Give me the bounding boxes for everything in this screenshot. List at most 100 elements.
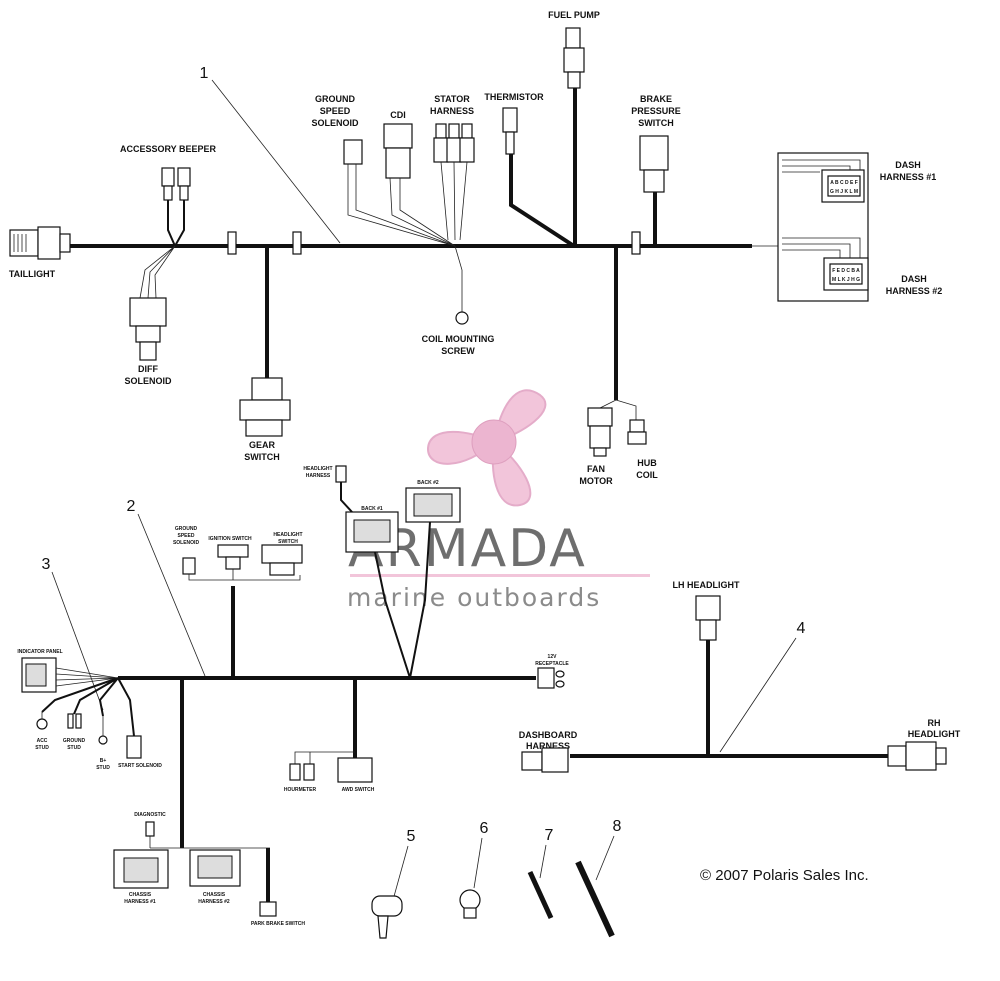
chassis-harness-1-label-2: HARNESS #1 (124, 899, 156, 905)
diff-solenoid-label-2: SOLENOID (124, 376, 172, 386)
v12-receptacle-label-1: 12V (548, 654, 558, 660)
callout-8: 8 (613, 818, 622, 835)
callout-5: 5 (407, 828, 416, 845)
hub-coil-connector (627, 419, 647, 445)
svg-text:A B C D E F: A B C D E F (830, 180, 858, 186)
ground-speed-solenoid-label-2: SPEED (320, 106, 351, 116)
taillight-label: TAILLIGHT (9, 269, 56, 279)
chassis-harness-1-label-1: CHASSIS (129, 892, 152, 898)
thermistor-label: THERMISTOR (484, 92, 544, 102)
dash-harness-2-label-2: HARNESS #2 (886, 286, 943, 296)
taillight-connector (9, 226, 71, 260)
gear-switch-connector (239, 377, 291, 437)
propeller-logo-icon (426, 389, 547, 507)
svg-text:M L K J H G: M L K J H G (832, 277, 860, 283)
lh-headlight-connector (695, 595, 721, 641)
brake-pressure-switch-label-3: SWITCH (638, 118, 674, 128)
ground-stud-label-1: GROUND (63, 738, 86, 744)
acc-stud-label-1: ACC (37, 738, 48, 744)
rh-headlight-label-1: RH (928, 718, 941, 728)
acc-stud-label-2: STUD (35, 745, 49, 751)
dash-harness-2-connector: F E D C B A M L K J H G (782, 237, 869, 291)
gs-solenoid-small-label-2: SPEED (178, 533, 195, 539)
ground-speed-solenoid-label-3: SOLENOID (311, 118, 359, 128)
start-solenoid-connector (126, 735, 142, 759)
dash-harness-1-connector: A B C D E F G H J K L M (782, 159, 865, 203)
dash-harness-2-label-1: DASH (901, 274, 927, 284)
hub-coil-label-1: HUB (637, 458, 657, 468)
part-5-holder (371, 895, 403, 939)
stator-harness-label-2: HARNESS (430, 106, 474, 116)
fan-motor-connector (587, 407, 613, 457)
dash-harness-1-label-2: HARNESS #1 (880, 172, 937, 182)
diff-solenoid-label-1: DIFF (138, 364, 158, 374)
watermark-rule (350, 574, 650, 577)
ignition-switch-connector (217, 544, 249, 558)
ground-speed-solenoid-label-1: GROUND (315, 94, 355, 104)
part-7-tie (527, 870, 554, 920)
gs-solenoid-small-label-1: GROUND (175, 526, 198, 532)
callout-7: 7 (545, 827, 554, 844)
callout-2-leader (137, 513, 206, 677)
hourmeter-connector (289, 763, 301, 781)
callout-6: 6 (480, 820, 489, 837)
lh-headlight-label: LH HEADLIGHT (673, 580, 740, 590)
headlight-switch-label-2: SWITCH (278, 539, 298, 545)
callout-3: 3 (42, 556, 51, 573)
v12-receptacle-label-2: RECEPTACLE (535, 661, 569, 667)
stator-harness-connector (433, 123, 475, 241)
diff-solenoid-connector (129, 245, 176, 361)
ground-stud-label-2: STUD (67, 745, 81, 751)
back-2-label: BACK #2 (417, 480, 439, 486)
headlight-harness-connector (335, 465, 347, 483)
callout-2: 2 (127, 498, 136, 515)
part-6-clip (459, 889, 481, 919)
chassis-harness-2-label-1: CHASSIS (203, 892, 226, 898)
callout-1: 1 (200, 65, 209, 82)
dashboard-harness-label-1: DASHBOARD (519, 730, 578, 740)
dash-harness-1-label-1: DASH (895, 160, 921, 170)
svg-text:G H J K L M: G H J K L M (830, 189, 858, 195)
headlight-switch-label-1: HEADLIGHT (273, 532, 302, 538)
svg-text:F E D C B A: F E D C B A (832, 268, 860, 274)
park-brake-switch-connector (259, 901, 277, 917)
dashboard-harness-label-2: HARNESS (526, 741, 570, 751)
chassis-harness-2-label-2: HARNESS #2 (198, 899, 230, 905)
trunk-tab-3 (631, 231, 641, 255)
harness-2: 2 3 HEADLIGHT HARNESS BACK #1 BACK #2 GR… (17, 465, 569, 927)
callout-1-leader (211, 79, 341, 244)
b-stud-label-1: B+ (100, 758, 107, 764)
brake-pressure-switch-label-1: BRAKE (640, 94, 672, 104)
headlight-switch-connector (261, 544, 303, 564)
fuel-pump-connector (563, 27, 585, 89)
coil-mounting-screw-label-2: SCREW (441, 346, 475, 356)
copyright-text: © 2007 Polaris Sales Inc. (700, 867, 869, 884)
rh-headlight-label-2: HEADLIGHT (908, 729, 961, 739)
trunk-tab-2 (292, 231, 302, 255)
diagnostic-connector (145, 821, 155, 837)
gs-solenoid-small-connector (182, 557, 196, 575)
indicator-panel-label: INDICATOR PANEL (17, 649, 62, 655)
hourmeter-label: HOURMETER (284, 787, 317, 793)
fuel-pump-label: FUEL PUMP (548, 10, 600, 20)
start-solenoid-label: START SOLENOID (118, 763, 162, 769)
ground-speed-solenoid-connector (343, 139, 363, 165)
accessory-beeper-label: ACCESSORY BEEPER (120, 144, 217, 154)
rh-headlight-connector (887, 741, 947, 771)
headlight-harness-label-1: HEADLIGHT (303, 466, 332, 472)
callout-3-leader (51, 571, 104, 711)
park-brake-switch-label: PARK BRAKE SWITCH (251, 921, 305, 927)
cdi-label: CDI (390, 110, 406, 120)
brake-pressure-switch-label-2: PRESSURE (631, 106, 681, 116)
brake-pressure-switch-connector (639, 135, 669, 193)
gs-solenoid-small-label-3: SOLENOID (173, 540, 200, 546)
gear-switch-label-1: GEAR (249, 440, 276, 450)
thermistor-connector (502, 107, 518, 155)
harness-1: TAILLIGHT ACCESSORY BEEPER DIFF SOLENOID (9, 10, 942, 486)
awd-switch-label: AWD SWITCH (342, 787, 375, 793)
awd-switch-connector (337, 757, 373, 783)
b-stud-ring (98, 735, 108, 745)
acc-stud-ring (36, 718, 48, 730)
